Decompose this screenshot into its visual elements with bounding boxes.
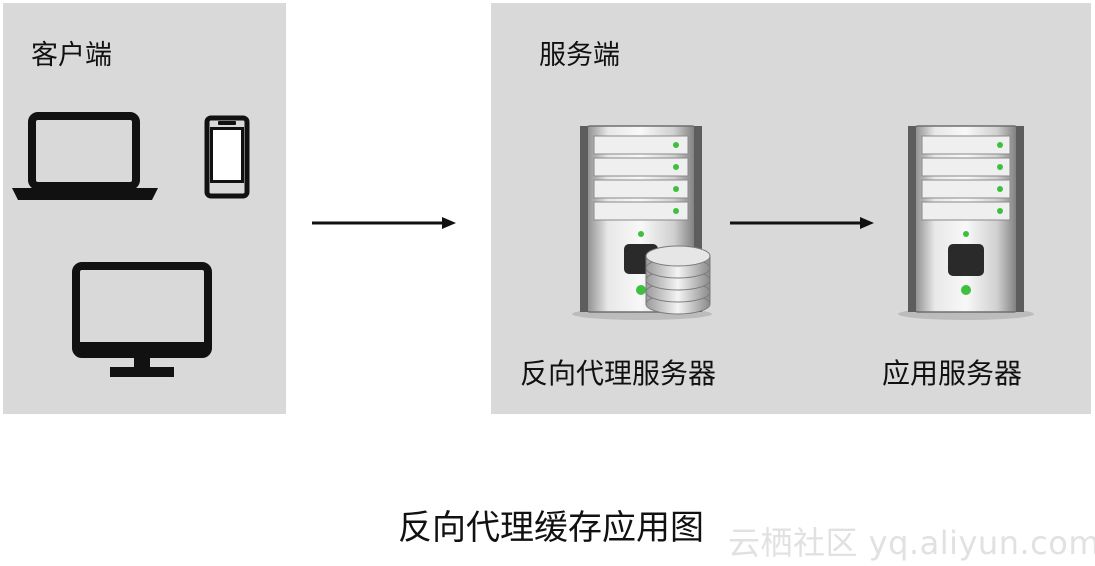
app-server-label: 应用服务器 <box>882 357 1023 390</box>
laptop-icon <box>12 112 158 200</box>
proxy-server-label: 反向代理服务器 <box>520 357 717 390</box>
diagram-caption: 反向代理缓存应用图 <box>398 508 704 548</box>
proxy-server-icon <box>572 125 712 320</box>
watermark: 云栖社区 yq.aliyun.com <box>728 524 1095 562</box>
phone-icon <box>204 115 250 199</box>
arrow-client-to-proxy <box>312 217 456 229</box>
client-title: 客户端 <box>31 40 112 71</box>
app-server-icon <box>898 125 1034 320</box>
arrow-proxy-to-app <box>730 217 874 229</box>
monitor-icon <box>72 262 212 377</box>
server-title: 服务端 <box>539 40 620 71</box>
